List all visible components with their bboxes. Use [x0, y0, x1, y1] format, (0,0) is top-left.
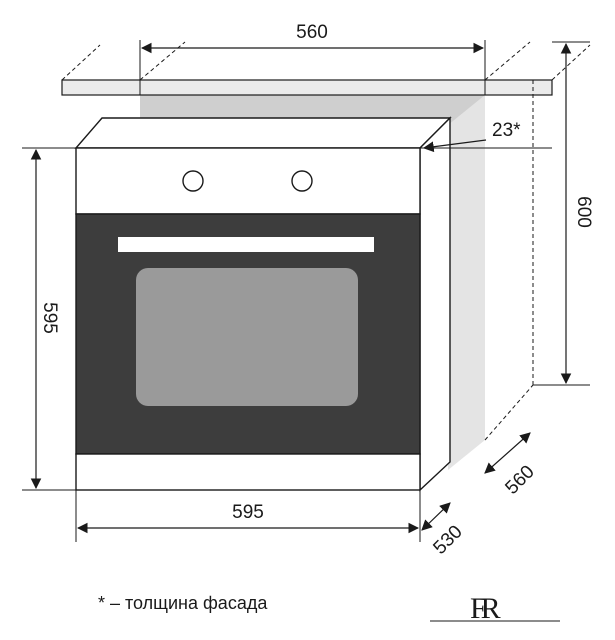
dim-line-oven-depth	[421, 502, 451, 531]
oven-knob-left	[182, 170, 204, 192]
label-oven-depth: 530	[429, 521, 466, 558]
label-niche-width: 560	[296, 22, 328, 43]
dim-line-facade	[422, 139, 487, 153]
label-niche-height: 600	[573, 196, 594, 228]
brand-logo-text: FR	[470, 592, 501, 625]
extension-lines	[22, 40, 590, 542]
oven-side-face	[419, 116, 451, 492]
oven-door-handle	[118, 237, 374, 252]
brand-logo: FR	[430, 592, 560, 625]
oven-control-panel	[75, 147, 421, 215]
footnote: * – толщина фасада	[98, 593, 268, 613]
label-niche-depth: 560	[501, 461, 538, 498]
cabinet-top-board	[61, 79, 553, 96]
oven-knob-right	[291, 170, 313, 192]
dim-line-niche-depth	[484, 432, 531, 474]
oven-window	[136, 268, 358, 406]
label-oven-width: 595	[232, 502, 264, 523]
oven-top-face	[74, 117, 452, 149]
label-facade-thickness: 23*	[492, 120, 521, 141]
niche-side-wall	[448, 95, 485, 470]
label-oven-height: 595	[39, 302, 60, 334]
oven-bottom-panel	[75, 453, 421, 491]
